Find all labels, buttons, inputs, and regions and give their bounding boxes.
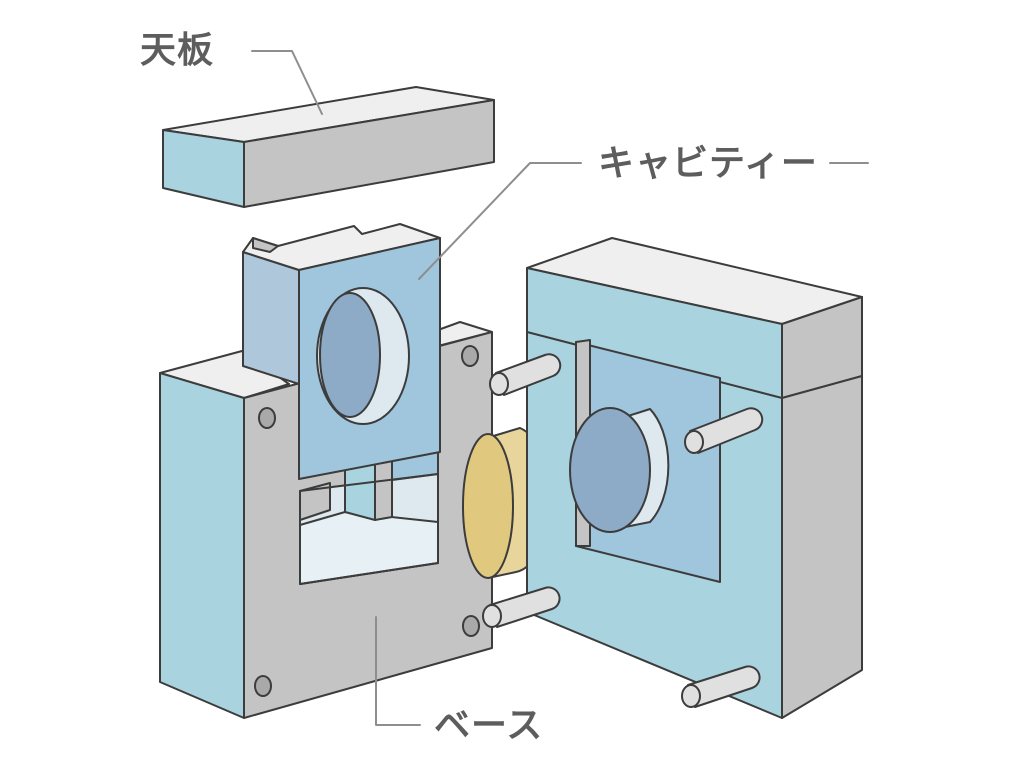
top-plate-label: 天板 [140,33,214,69]
left-cavity-recess [320,293,380,417]
cavity-label: キャビティー [598,146,818,182]
top-plate-end-face [163,130,244,207]
base-window-post-side [375,458,392,520]
base-bolt-hole-icon [259,408,275,428]
base-label: ベース [434,708,543,744]
product-disc-face [463,434,513,578]
base-left-face [160,373,244,718]
right-plate-lower-side [782,376,862,718]
left-cavity-side-face [243,252,299,384]
right-cavity-recess [570,408,650,532]
base-bolt-hole-icon [255,676,271,696]
base-window-post [345,462,375,520]
left-cavity-notch [253,238,278,252]
base-bolt-hole-icon [463,616,479,636]
base-bolt-hole-icon [462,346,478,366]
right-cavity-plate [527,238,862,718]
top-plate [163,87,494,207]
